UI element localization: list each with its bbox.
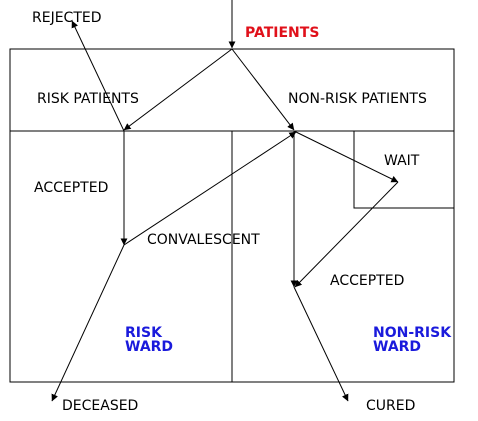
convalescent-label: CONVALESCENT <box>147 232 260 248</box>
risk-ward-label-line1: RISK <box>125 325 163 341</box>
deceased-label: DECEASED <box>62 398 138 414</box>
arrow-convalescent-to-non-risk <box>123 131 297 246</box>
non-risk-ward-label-line1: NON-RISK <box>373 325 452 341</box>
accepted-left-label: ACCEPTED <box>34 180 108 196</box>
arrow-to-rejected <box>71 20 125 132</box>
wait-box <box>353 131 454 209</box>
arrow-wait-to-accepted <box>294 181 399 288</box>
patients-label: PATIENTS <box>245 25 319 41</box>
arrow-to-risk-patients <box>123 48 233 131</box>
arrow-to-non-risk-patients <box>231 48 295 131</box>
wait-label: WAIT <box>384 153 420 169</box>
cured-label: CURED <box>366 398 415 414</box>
arrow-to-wait <box>293 130 399 183</box>
risk-patients-label: RISK PATIENTS <box>37 91 139 107</box>
arrow-to-deceased <box>51 244 125 402</box>
arrow-to-cured <box>293 286 349 402</box>
accepted-right-label: ACCEPTED <box>330 273 404 289</box>
non-risk-patients-label: NON-RISK PATIENTS <box>288 91 427 107</box>
risk-ward-label-line2: WARD <box>125 339 173 355</box>
rejected-label: REJECTED <box>32 10 102 26</box>
non-risk-ward-label-line2: WARD <box>373 339 421 355</box>
